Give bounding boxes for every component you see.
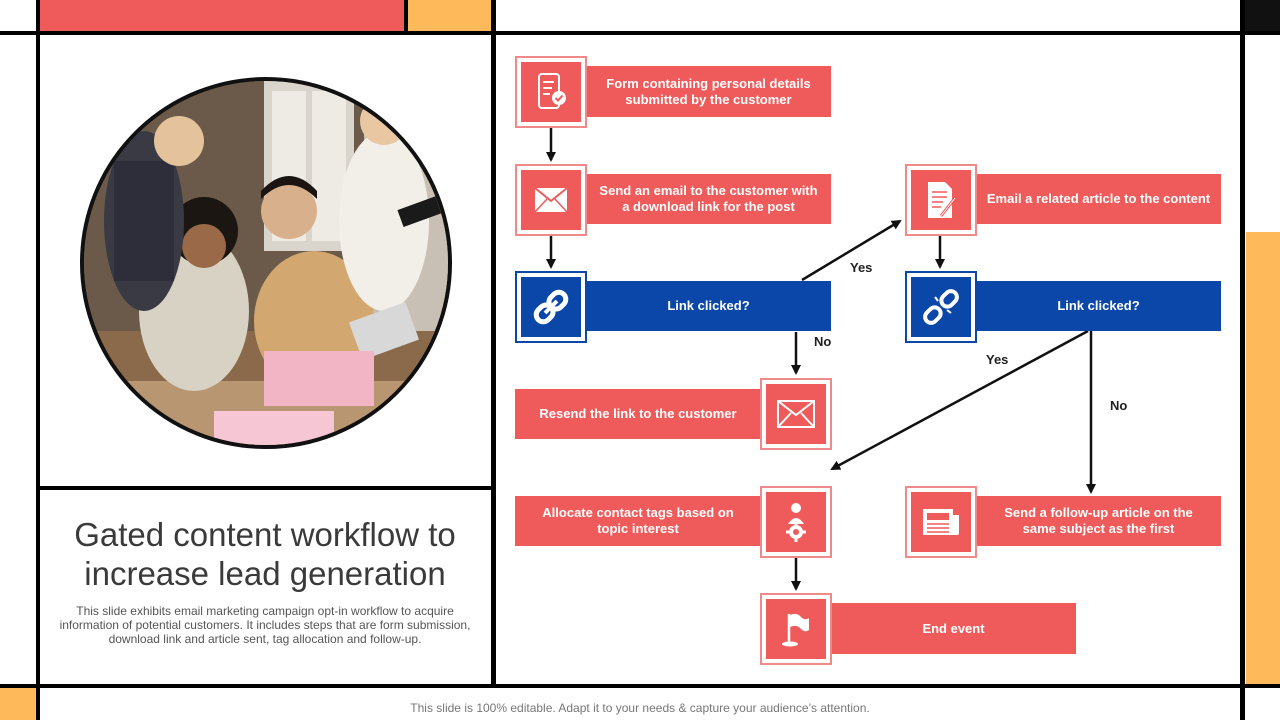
top-black-block (1242, 0, 1280, 33)
frame-line-mid-top (404, 0, 408, 31)
step-link-clicked-1-label: Link clicked? (586, 281, 831, 331)
step-followup-iconbox (905, 486, 977, 558)
step-email-article-label: Email a related article to the content (976, 174, 1221, 224)
step-link-clicked-2-label: Link clicked? (976, 281, 1221, 331)
step-form-iconbox (515, 56, 587, 128)
step-send-email-label: Send an email to the customer with a dow… (586, 174, 831, 224)
label-no-2: No (1110, 398, 1128, 413)
flag-icon (782, 613, 809, 647)
step-end-label: End event (831, 603, 1076, 654)
frame-line-photo-divider (36, 486, 496, 490)
step-followup-label: Send a follow-up article on the same sub… (976, 496, 1221, 546)
label-yes-1: Yes (850, 260, 873, 275)
top-red-block (38, 0, 404, 31)
arrow-link2-yes-to-allocate (830, 329, 1089, 471)
step-send-email-iconbox (515, 164, 587, 236)
frame-line-bottom (0, 684, 1280, 688)
step-allocate-label: Allocate contact tags based on topic int… (515, 496, 761, 546)
slide-description: This slide exhibits email marketing camp… (59, 604, 471, 646)
step-resend-iconbox (760, 378, 832, 450)
frame-line-top (0, 31, 1280, 35)
step-allocate-iconbox (760, 486, 832, 558)
label-no-1: No (814, 334, 832, 349)
team-photo (80, 77, 452, 449)
link-icon (533, 289, 569, 325)
bottom-left-yellow-block (0, 688, 36, 720)
step-end-iconbox (760, 593, 832, 665)
step-form-label: Form containing personal details submitt… (586, 66, 831, 117)
slide-title: Gated content workflow to increase lead … (74, 516, 456, 592)
broken-link-icon (923, 289, 959, 325)
step-email-article-iconbox (905, 164, 977, 236)
frame-line-left (36, 0, 40, 720)
frame-line-right (1240, 0, 1245, 720)
label-yes-2: Yes (986, 352, 1009, 367)
arrow-link1-yes-to-article (801, 219, 902, 282)
form-checklist-icon (538, 73, 566, 109)
right-yellow-block (1246, 232, 1280, 684)
step-link-clicked-2-iconbox (905, 271, 977, 343)
newspaper-icon (923, 509, 959, 535)
slide-footer: This slide is 100% editable. Adapt it to… (410, 701, 870, 715)
envelope-icon (534, 187, 568, 213)
document-pen-icon (928, 182, 957, 218)
frame-line-center (491, 0, 496, 688)
envelope-icon (777, 400, 815, 428)
step-resend-label: Resend the link to the customer (515, 389, 761, 439)
top-yellow-block (408, 0, 491, 31)
person-gear-icon (786, 503, 806, 542)
step-link-clicked-1-iconbox (515, 271, 587, 343)
